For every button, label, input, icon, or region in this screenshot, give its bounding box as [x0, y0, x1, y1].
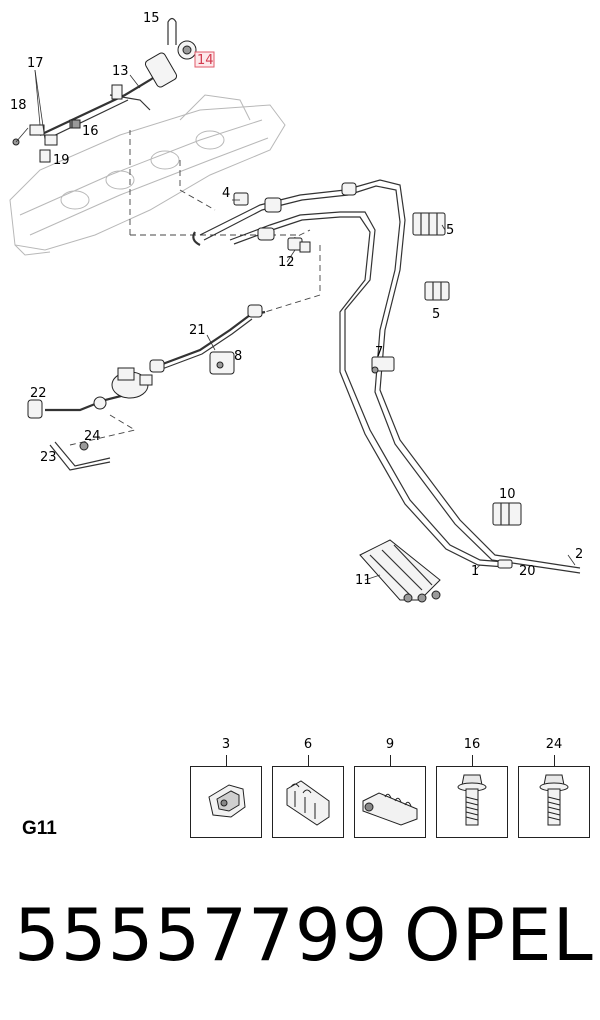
detail-part-24: 24 — [518, 735, 590, 838]
detail-part-label: 16 — [463, 737, 481, 752]
detail-part-label: 24 — [545, 737, 563, 752]
clip-5-lower — [424, 281, 450, 301]
callout-label: 18 — [10, 98, 27, 113]
callout-label: 17 — [27, 56, 44, 71]
bolt-16 — [71, 119, 81, 129]
pipe-clip-icon — [286, 780, 330, 826]
clip-7 — [371, 356, 395, 374]
fuel-rail-assembly — [12, 40, 197, 163]
detail-parts-row: 3 6 9 — [190, 735, 590, 840]
fuel-lines — [192, 179, 581, 574]
detail-part-label: 6 — [303, 737, 313, 752]
part-number: 55557799 — [14, 893, 389, 977]
callout-label: 19 — [53, 153, 70, 168]
callout-label: 16 — [82, 124, 99, 139]
callout-label: 24 — [84, 429, 101, 444]
detail-part-3: 3 — [190, 735, 262, 838]
leader-lines — [34, 69, 576, 581]
retaining-clip-15 — [167, 17, 177, 45]
detail-part-6: 6 — [272, 735, 344, 838]
clip-12 — [287, 237, 311, 253]
clip-10 — [492, 502, 522, 526]
detail-part-label: 9 — [385, 737, 395, 752]
callout-label: 13 — [112, 64, 129, 79]
callout-label: 8 — [234, 349, 242, 364]
callout-label: 20 — [519, 564, 536, 579]
callout-label: 1 — [471, 564, 479, 579]
callout-label: 12 — [278, 255, 295, 270]
detail-part-9: 9 — [354, 735, 426, 838]
clip-5-upper — [412, 212, 446, 236]
callout-label: 5 — [432, 307, 440, 322]
line-21 — [149, 304, 266, 373]
callout-label: 11 — [355, 573, 372, 588]
callout-label: 21 — [189, 323, 206, 338]
flange-bolt-icon — [539, 774, 569, 826]
highlight-box — [194, 51, 215, 68]
exploded-fuel-line-diagram: 1 2 4 5 5 7 8 10 11 12 13 14 15 16 17 18… — [9, 11, 583, 603]
callout-labels: 1 2 4 5 5 7 8 10 11 12 13 14 15 16 17 18… — [10, 11, 583, 588]
multi-holder-11 — [359, 539, 441, 603]
callout-label: 23 — [40, 450, 57, 465]
callout-label: 5 — [446, 223, 454, 238]
dashed-connection-lines — [69, 130, 321, 446]
brand-name: OPEL — [404, 893, 594, 977]
bolt-24 — [79, 441, 89, 451]
clip-4 — [233, 192, 249, 206]
callout-label: 15 — [143, 11, 160, 26]
multi-pipe-holder-icon — [362, 792, 418, 826]
callout-label: 10 — [499, 487, 516, 502]
callout-label: 22 — [30, 386, 47, 401]
flange-bolt-icon — [457, 774, 487, 826]
highlighted-callout-label: 14 — [197, 53, 214, 68]
intake-manifold-ghost — [9, 94, 286, 256]
callout-label: 2 — [575, 547, 583, 562]
group-code: G11 — [22, 818, 57, 839]
detail-part-16: 16 — [436, 735, 508, 838]
callout-label: 7 — [375, 345, 383, 360]
bracket-clip-icon — [208, 784, 246, 818]
purge-valve-assembly — [27, 367, 153, 471]
callout-label: 4 — [222, 186, 230, 201]
clip-8 — [209, 351, 235, 375]
detail-part-label: 3 — [221, 737, 231, 752]
